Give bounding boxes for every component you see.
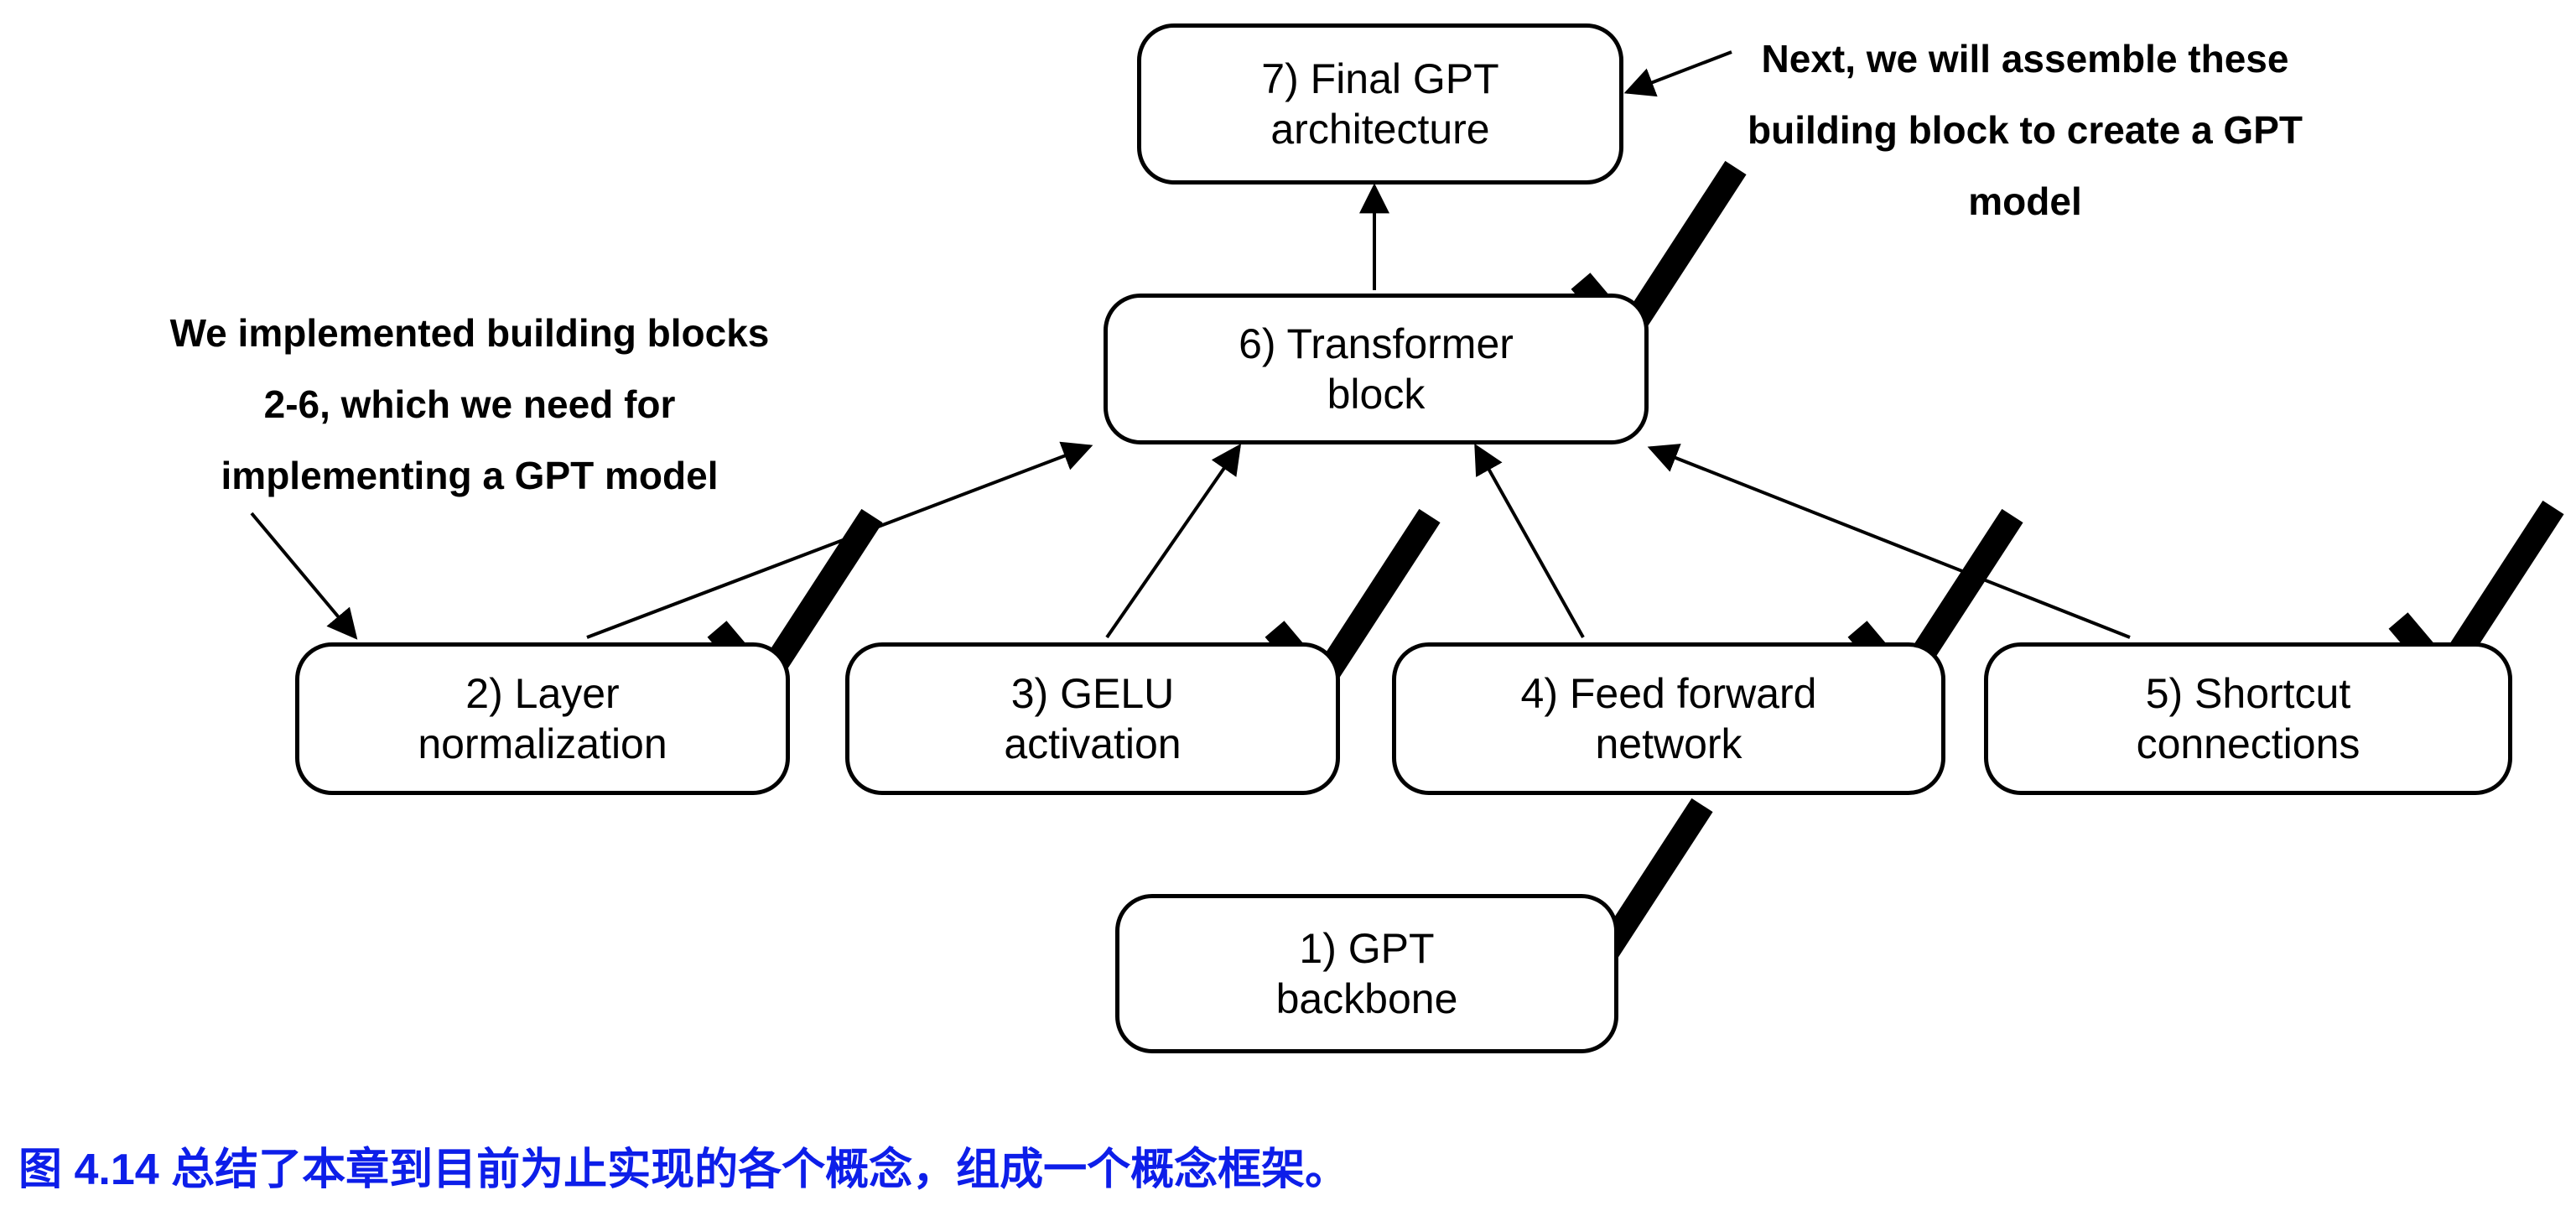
box-final-gpt-architecture: 7) Final GPT architecture bbox=[1137, 23, 1623, 185]
box-label: 7) Final GPT architecture bbox=[1261, 55, 1499, 153]
box-gelu-activation: 3) GELU activation bbox=[845, 642, 1340, 795]
box-label: 2) Layer normalization bbox=[418, 670, 667, 767]
box-shortcut-connections: 5) Shortcut connections bbox=[1984, 642, 2512, 795]
arrow-gelu-to-transformer bbox=[1105, 444, 1242, 639]
box-layer-normalization: 2) Layer normalization bbox=[295, 642, 790, 795]
figure-caption: 图 4.14 总结了本章到目前为止实现的各个概念，组成一个概念框架。 bbox=[18, 1146, 1349, 1194]
box-transformer-block: 6) Transformer block bbox=[1104, 294, 1649, 444]
box-label: 4) Feed forward network bbox=[1520, 670, 1817, 767]
box-gpt-backbone: 1) GPT backbone bbox=[1115, 894, 1618, 1053]
box-label: 1) GPT backbone bbox=[1275, 925, 1458, 1022]
annotation-next-steps: Next, we will assemble these building bl… bbox=[1748, 37, 2303, 224]
box-label: 5) Shortcut connections bbox=[2136, 670, 2360, 767]
box-label: 3) GELU activation bbox=[1004, 670, 1182, 767]
arrow-feedforward-to-transformer bbox=[1474, 443, 1585, 638]
box-feed-forward-network: 4) Feed forward network bbox=[1392, 642, 1945, 795]
box-label: 6) Transformer block bbox=[1239, 320, 1514, 418]
arrow-shortcut-to-transformer bbox=[1647, 444, 2131, 639]
annotation-implemented-blocks: We implemented building blocks 2-6, whic… bbox=[169, 311, 770, 498]
arrow-left-annotation-pointer bbox=[250, 512, 358, 640]
